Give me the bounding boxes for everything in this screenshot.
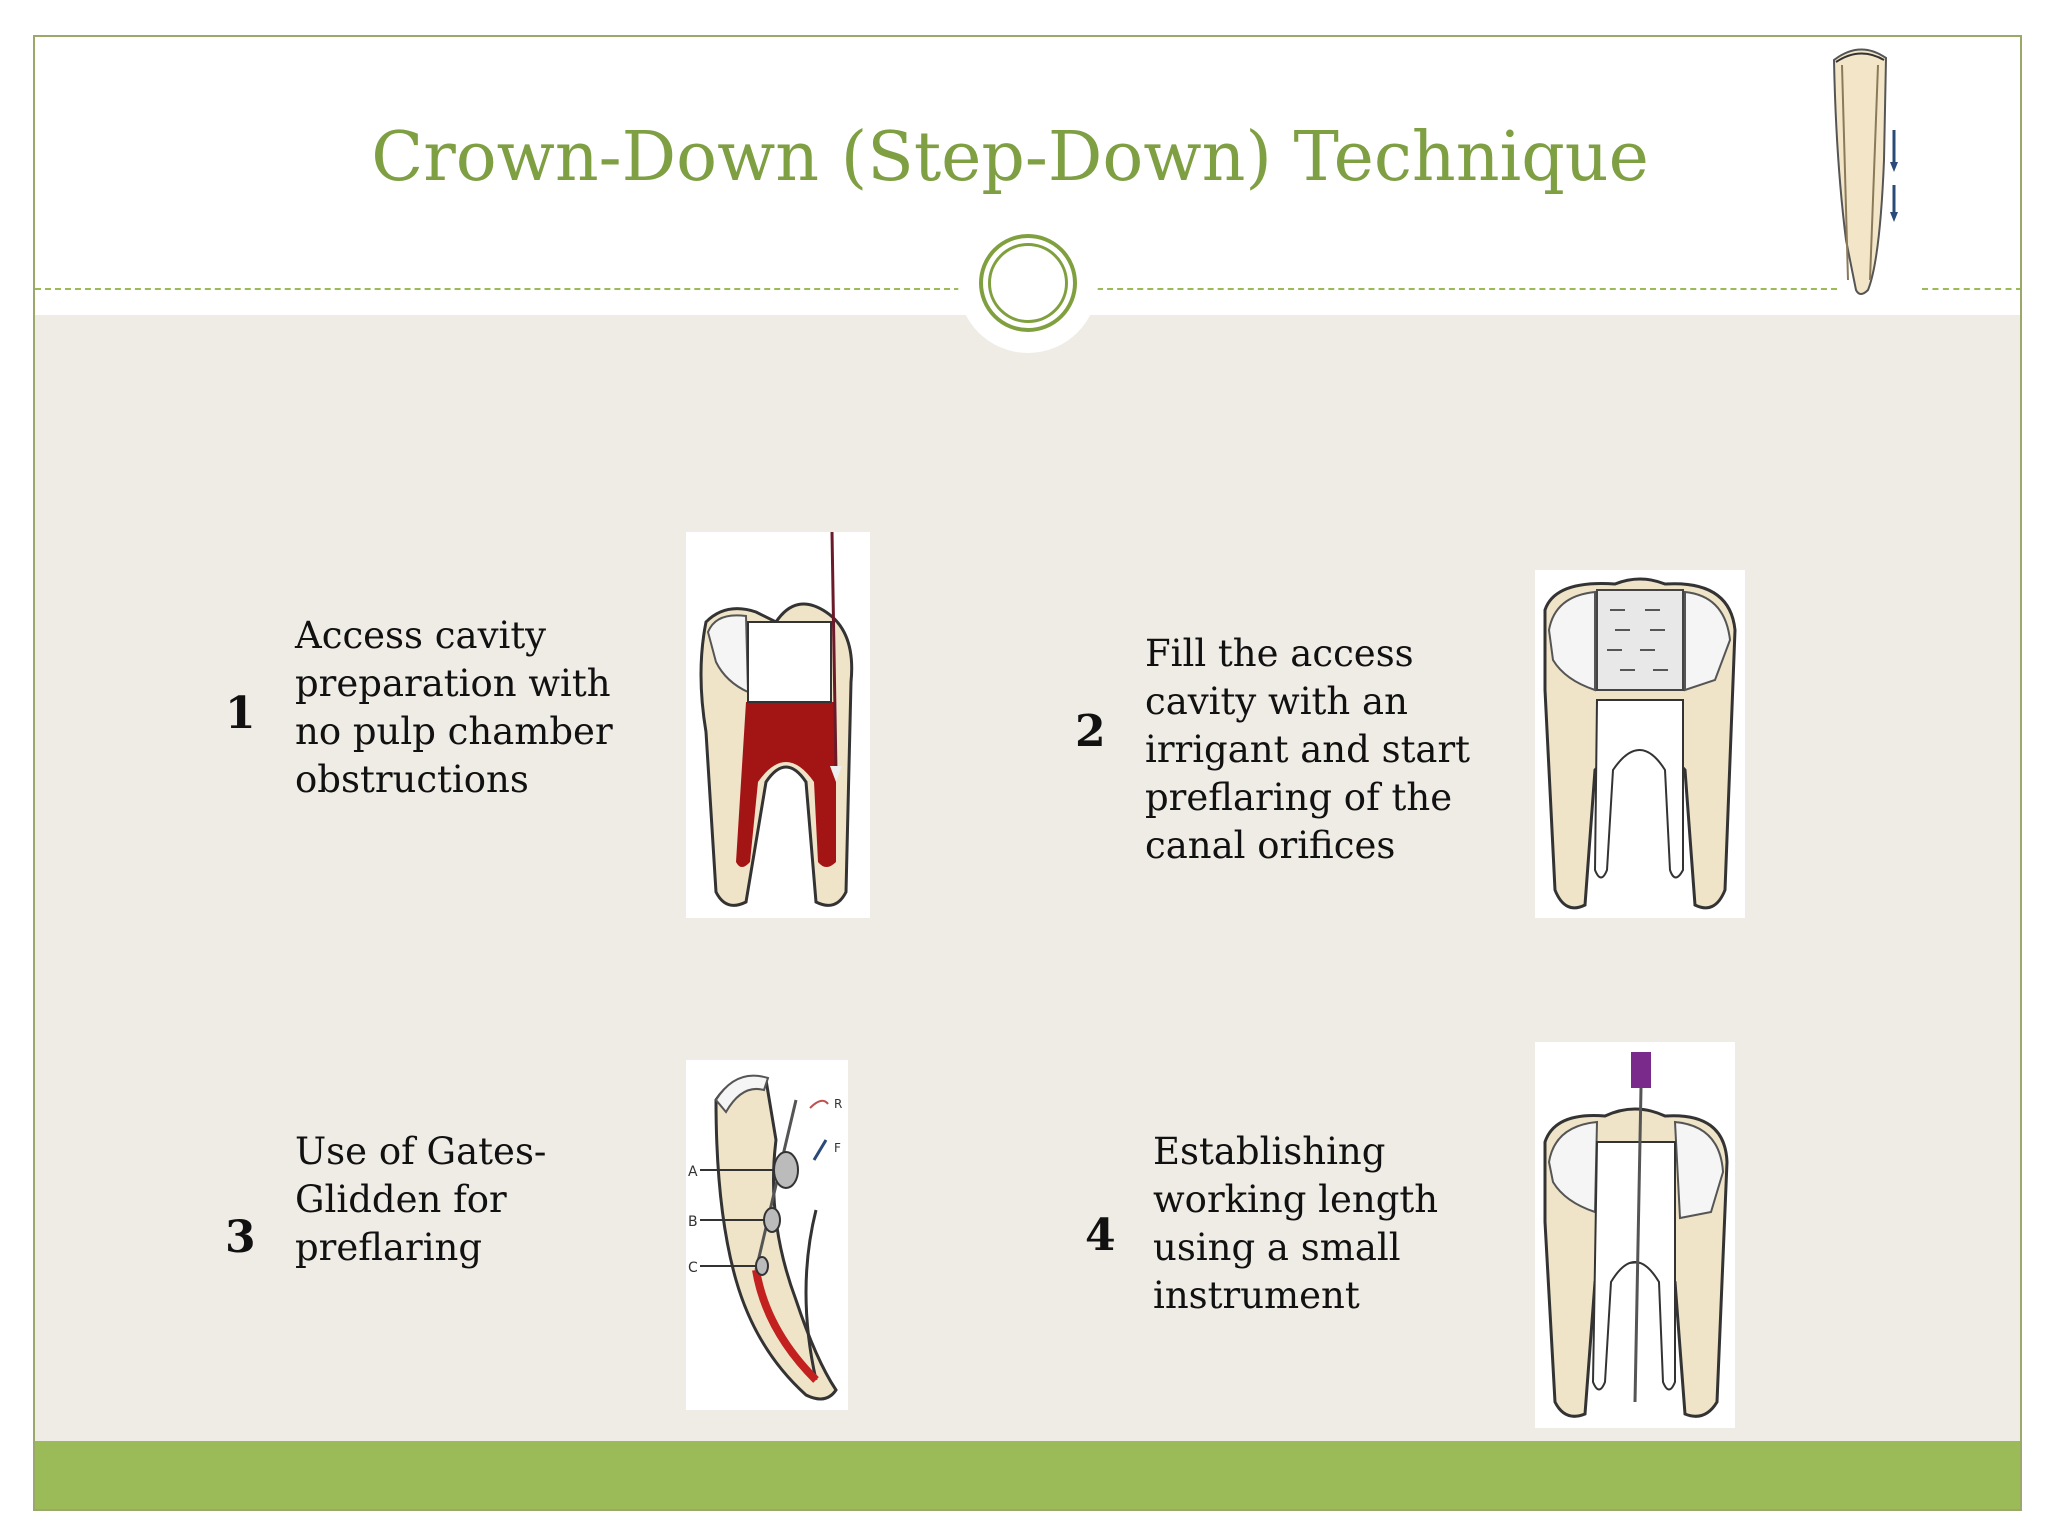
divider-line-right	[1097, 288, 1837, 290]
step-1-number: 1	[225, 688, 256, 739]
label-c: C	[688, 1260, 698, 1276]
divider-line-far	[1922, 288, 2020, 290]
step-2-number: 2	[1075, 706, 1106, 757]
medallion-outer-ring	[979, 234, 1077, 332]
step-4-text: Establishing working length using a smal…	[1153, 1130, 1439, 1317]
step-3-number: 3	[225, 1212, 256, 1263]
medallion-inner-ring	[988, 243, 1068, 323]
step-2-text: Fill the access cavity with an irrigant …	[1145, 632, 1471, 867]
label-f: F	[834, 1141, 841, 1155]
step-3-text: Use of Gates- Glidden for preflaring	[295, 1130, 547, 1269]
label-b: B	[688, 1214, 698, 1230]
root-canal-corner-icon	[1832, 48, 1898, 295]
label-a: A	[688, 1164, 698, 1180]
label-r: R	[834, 1097, 842, 1111]
divider-line-left	[35, 288, 960, 290]
step-4-number: 4	[1085, 1210, 1116, 1261]
footer-band	[35, 1441, 2020, 1509]
step-3-illustration: A B C R F	[686, 1060, 848, 1410]
step-2-illustration	[1535, 570, 1745, 918]
step-1-text: Access cavity preparation with no pulp c…	[295, 614, 613, 801]
step-4-illustration	[1535, 1042, 1735, 1428]
slide-title: Crown-Down (Step-Down) Technique	[371, 118, 1649, 197]
step-1-illustration	[686, 532, 870, 918]
